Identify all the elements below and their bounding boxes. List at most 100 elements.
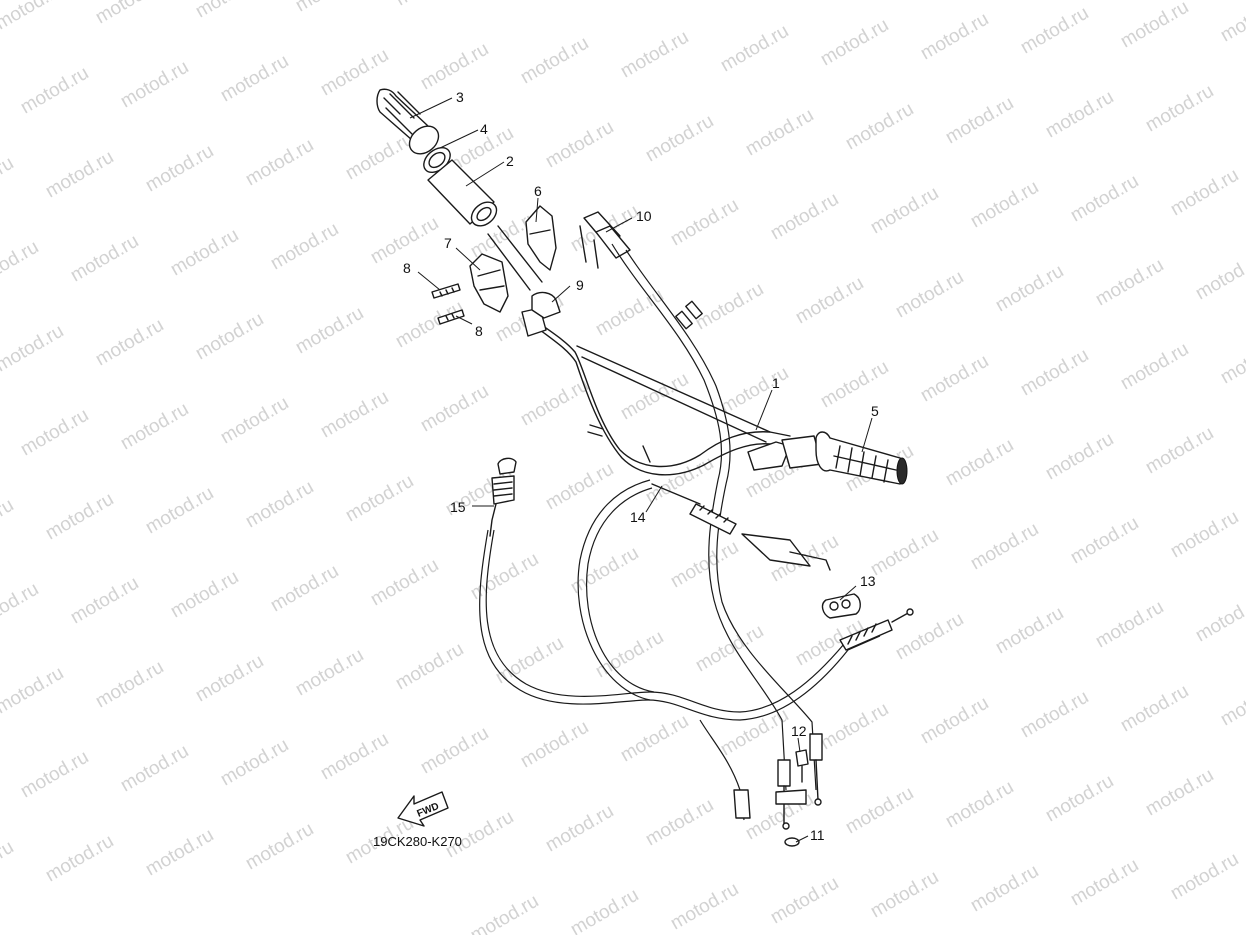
watermark-text: motod.ru [1067, 171, 1142, 227]
watermark-text: motod.ru [317, 387, 392, 443]
screw-lower [437, 309, 465, 325]
watermark-text: motod.ru [817, 357, 892, 413]
watermark-text: motod.ru [1042, 771, 1117, 827]
watermark-text: motod.ru [967, 519, 1042, 575]
watermark-text: motod.ru [1017, 687, 1092, 743]
callout-13: 13 [860, 573, 876, 589]
watermark-text: motod.ru [417, 723, 492, 779]
watermark-text: motod.ru [1167, 507, 1242, 563]
watermark-text: motod.ru [1067, 513, 1142, 569]
watermark-text: motod.ru [942, 93, 1017, 149]
watermark-text: motod.ru [1017, 345, 1092, 401]
watermark-text: motod.ru [1117, 681, 1192, 737]
cable-boot [531, 291, 561, 319]
watermark-text: motod.ru [792, 273, 867, 329]
watermark-text: motod.ru [1092, 597, 1167, 653]
watermark-text: motod.ru [292, 645, 367, 701]
callout-3: 3 [456, 89, 464, 105]
watermark-text: motod.ru [492, 633, 567, 689]
watermark-text: motod.ru [92, 315, 167, 371]
watermark-text: motod.ru [742, 105, 817, 161]
watermark-text: motod.ru [42, 489, 117, 545]
watermark-text: motod.ru [17, 405, 92, 461]
housing-cap [525, 205, 557, 271]
watermark-text: motod.ru [217, 393, 292, 449]
watermark-text: motod.ru [17, 63, 92, 119]
screws [431, 283, 465, 325]
callout-2: 2 [506, 153, 514, 169]
watermark-text: motod.ru [642, 795, 717, 851]
watermark-text: motod.ru [292, 303, 367, 359]
watermark-text: motod.ru [817, 699, 892, 755]
cable-adjuster-body [689, 503, 737, 535]
watermark-text: motod.ru [967, 177, 1042, 233]
watermark-text: motod.ru [1067, 855, 1142, 911]
watermark-text: motod.ru [1217, 0, 1246, 46]
watermark-text: motod.ru [342, 471, 417, 527]
watermark-text: motod.ru [367, 555, 442, 611]
left-grip-assembly [747, 431, 908, 485]
watermark-text: motod.ru [392, 297, 467, 353]
watermark-text: motod.ru [92, 657, 167, 713]
watermark-text: motod.ru [542, 801, 617, 857]
watermark-text: motod.ru [717, 363, 792, 419]
cable-end-b [809, 733, 823, 761]
callout-12: 12 [791, 723, 807, 739]
watermark-text: motod.ru [0, 837, 17, 893]
watermark-text: motod.ru [117, 399, 192, 455]
watermark-text: motod.ru [767, 873, 842, 929]
watermark-text: motod.ru [242, 135, 317, 191]
fwd-arrow-icon [397, 791, 449, 827]
callout-8-lower: 8 [475, 323, 483, 339]
watermark-text: motod.ru [1167, 849, 1242, 905]
watermark-text: motod.ru [717, 705, 792, 761]
watermark-text: motod.ru [142, 141, 217, 197]
callout-9: 9 [576, 277, 584, 293]
housing-body [469, 253, 509, 313]
watermark-text: motod.ru [0, 495, 17, 551]
watermark-text: motod.ru [42, 831, 117, 887]
watermark-text: motod.ru [292, 0, 367, 16]
callout-4: 4 [480, 121, 488, 137]
watermark-text: motod.ru [1142, 81, 1217, 137]
watermark-text: motod.ru [867, 525, 942, 581]
cable-holder [821, 593, 861, 619]
watermark-text: motod.ru [517, 33, 592, 89]
watermark-text: motod.ru [1192, 249, 1246, 305]
watermark-text: motod.ru [1217, 675, 1246, 731]
lower-adjuster [839, 619, 893, 651]
watermark-text: motod.ru [892, 267, 967, 323]
watermark-text: motod.ru [867, 867, 942, 923]
watermark-text: motod.ru [492, 0, 567, 4]
watermark-text: motod.ru [0, 663, 67, 719]
watermark-text: motod.ru [917, 351, 992, 407]
watermark-text: motod.ru [942, 435, 1017, 491]
watermark-text: motod.ru [217, 735, 292, 791]
watermark-text: motod.ru [0, 321, 67, 377]
watermark-text: motod.ru [1117, 0, 1192, 52]
watermark-text: motod.ru [1217, 333, 1246, 389]
watermark-text: motod.ru [42, 147, 117, 203]
watermark-text: motod.ru [1017, 3, 1092, 59]
washer [784, 837, 800, 847]
watermark-text: motod.ru [142, 483, 217, 539]
grip-collar [408, 125, 440, 155]
throttle-housing-assembly [469, 205, 557, 337]
watermark-text: motod.ru [467, 891, 542, 935]
watermark-text: motod.ru [17, 747, 92, 803]
watermark-text: motod.ru [392, 639, 467, 695]
watermark-text: motod.ru [267, 219, 342, 275]
watermark-text: motod.ru [1042, 429, 1117, 485]
callout-15: 15 [450, 499, 466, 515]
watermark-text: motod.ru [242, 819, 317, 875]
watermark-text: motod.ru [917, 9, 992, 65]
watermark-text: motod.ru [617, 27, 692, 83]
watermark-text: motod.ru [242, 477, 317, 533]
watermark-text: motod.ru [992, 603, 1067, 659]
watermark-text: motod.ru [192, 0, 267, 22]
bolt [795, 749, 809, 767]
watermark-text: motod.ru [342, 129, 417, 185]
callout-6: 6 [534, 183, 542, 199]
